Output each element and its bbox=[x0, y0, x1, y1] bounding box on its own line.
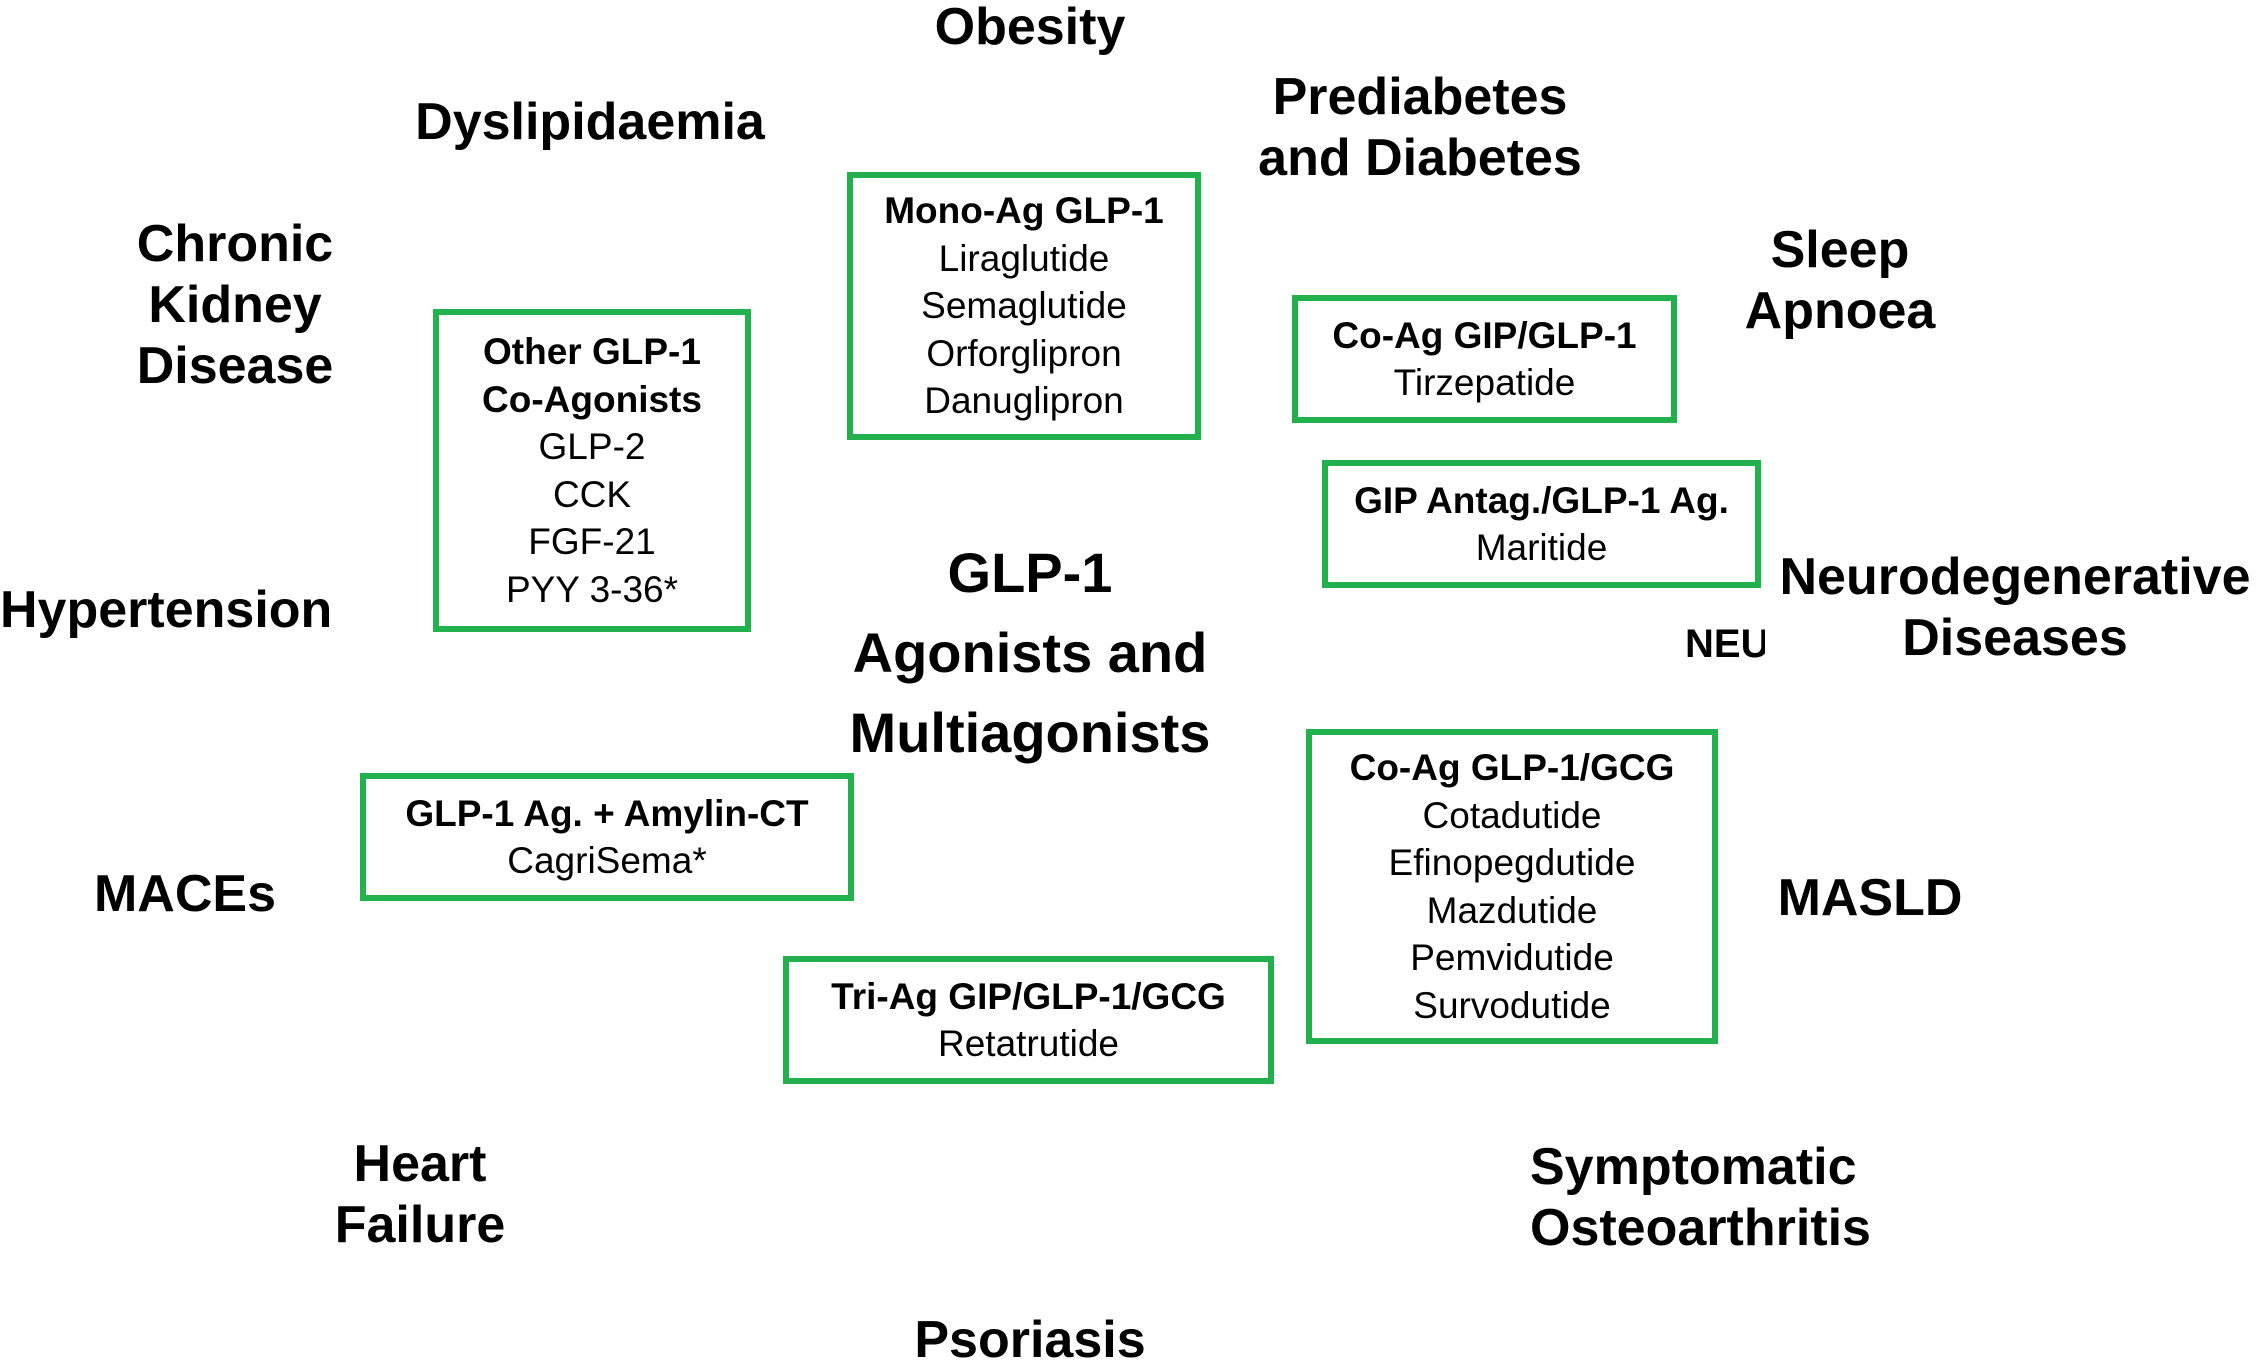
disease-label: Symptomatic bbox=[1530, 1138, 1857, 1196]
box-header: Co-Ag GLP-1/GCG bbox=[1349, 747, 1675, 788]
box-item: GLP-2 bbox=[538, 426, 646, 467]
box-triag-gip-glp1-gcg: Tri-Ag GIP/GLP-1/GCG Retatrutide bbox=[783, 956, 1274, 1084]
box-item: Pemvidutide bbox=[1410, 937, 1614, 978]
disease-sleep-apnoea: Sleep Apnoea bbox=[1720, 220, 1960, 342]
disease-label: Failure bbox=[334, 1196, 506, 1254]
box-coag-glp1-gcg: Co-Ag GLP-1/GCG Cotadutide Efinopegdutid… bbox=[1306, 729, 1718, 1044]
disease-label: Prediabetes bbox=[1272, 68, 1568, 126]
disease-label: Kidney bbox=[148, 276, 322, 334]
box-item: Danuglipron bbox=[924, 380, 1124, 422]
disease-label: Apnoea bbox=[1744, 282, 1936, 340]
box-item: Liraglutide bbox=[938, 237, 1110, 279]
disease-label: Disease bbox=[136, 337, 334, 395]
box-header: GLP-1 Ag. + Amylin-CT bbox=[405, 792, 809, 834]
box-item: PYY 3-36* bbox=[505, 568, 679, 610]
box-item: CagriSema* bbox=[507, 840, 707, 881]
disease-label: Obesity bbox=[934, 0, 1126, 56]
center-title: GLP-1 Agonists and Multiagonists bbox=[810, 533, 1250, 773]
box-coag-gip-glp1: Co-Ag GIP/GLP-1 Tirzepatide bbox=[1292, 295, 1677, 423]
disease-label: Hypertension bbox=[0, 581, 333, 639]
box-header: GIP Antag./GLP-1 Ag. bbox=[1354, 479, 1729, 521]
box-item: CCK bbox=[552, 473, 632, 515]
disease-label: Osteoarthritis bbox=[1530, 1199, 1871, 1257]
box-glp1-amylin: GLP-1 Ag. + Amylin-CT CagriSema* bbox=[360, 773, 854, 901]
clipped-label-fragment: NEU bbox=[1685, 622, 1765, 667]
box-item: FGF-21 bbox=[528, 521, 656, 562]
disease-heart-failure: Heart Failure bbox=[320, 1134, 520, 1256]
disease-dyslipidaemia: Dyslipidaemia bbox=[390, 92, 790, 153]
box-other-glp1-coagonists: Other GLP-1 Co-Agonists GLP-2 CCK FGF-21… bbox=[433, 309, 751, 632]
box-header: Mono-Ag GLP-1 bbox=[884, 190, 1164, 232]
disease-label: MASLD bbox=[1777, 869, 1963, 927]
box-header: Co-Ag GIP/GLP-1 bbox=[1332, 314, 1637, 356]
box-item: Cotadutide bbox=[1422, 794, 1602, 836]
disease-label: and Diabetes bbox=[1258, 129, 1582, 187]
disease-chronic-kidney: Chronic Kidney Disease bbox=[110, 214, 360, 397]
center-title-line: Multiagonists bbox=[849, 701, 1211, 764]
center-title-line: GLP-1 bbox=[947, 541, 1113, 604]
box-item: Mazdutide bbox=[1426, 889, 1598, 931]
box-item: Semaglutide bbox=[921, 285, 1127, 327]
disease-psoriasis: Psoriasis bbox=[880, 1310, 1180, 1371]
disease-label: MACEs bbox=[93, 865, 277, 923]
disease-label: Diseases bbox=[1902, 609, 2128, 667]
box-mono-ag-glp1: Mono-Ag GLP-1 Liraglutide Semaglutide Or… bbox=[847, 172, 1201, 440]
disease-maces: MACEs bbox=[80, 864, 290, 925]
disease-neurodegenerative: Neurodegenerative Diseases bbox=[1772, 547, 2258, 669]
disease-label: Psoriasis bbox=[914, 1311, 1146, 1369]
box-header: Other GLP-1 bbox=[483, 331, 701, 372]
box-header: Co-Agonists bbox=[482, 378, 702, 420]
box-item: Maritide bbox=[1475, 527, 1608, 568]
disease-prediabetes: Prediabetes and Diabetes bbox=[1220, 67, 1620, 189]
box-item: Tirzepatide bbox=[1393, 362, 1576, 403]
center-title-line: Agonists and bbox=[852, 621, 1208, 684]
disease-osteoarthritis: Symptomatic Osteoarthritis bbox=[1530, 1137, 1885, 1259]
box-item: Survodutide bbox=[1413, 984, 1611, 1026]
box-item: Efinopegdutide bbox=[1388, 842, 1636, 883]
box-item: Orforglipron bbox=[926, 332, 1122, 374]
disease-masld: MASLD bbox=[1760, 868, 1980, 929]
fragment-text: NEU bbox=[1685, 622, 1765, 666]
disease-obesity: Obesity bbox=[880, 0, 1180, 58]
disease-label: Neurodegenerative bbox=[1779, 548, 2251, 606]
box-gip-antag-glp1-ag: GIP Antag./GLP-1 Ag. Maritide bbox=[1322, 460, 1761, 588]
disease-label: Heart bbox=[353, 1135, 487, 1193]
disease-label: Chronic bbox=[136, 215, 334, 273]
box-item: Retatrutide bbox=[938, 1023, 1119, 1064]
box-header: Tri-Ag GIP/GLP-1/GCG bbox=[831, 975, 1226, 1017]
disease-hypertension: Hypertension bbox=[0, 580, 345, 641]
disease-label: Dyslipidaemia bbox=[415, 93, 765, 151]
disease-label: Sleep bbox=[1770, 221, 1910, 279]
